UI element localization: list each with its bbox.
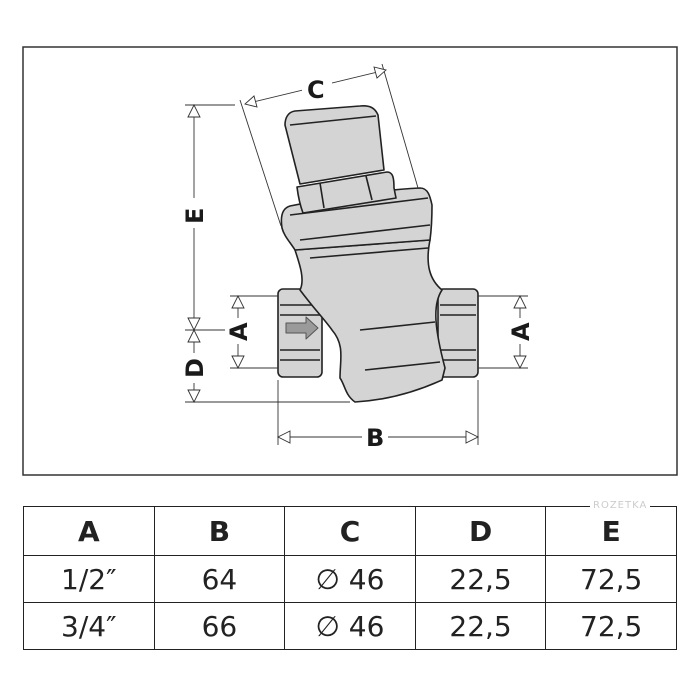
cell: 72,5 bbox=[545, 602, 677, 650]
header-b: B bbox=[153, 506, 286, 556]
cell: 3/4″ bbox=[23, 602, 155, 650]
dim-label-c: C bbox=[307, 76, 325, 104]
header-e: E bbox=[545, 506, 677, 556]
cell: 66 bbox=[153, 602, 286, 650]
dim-label-b: B bbox=[366, 424, 384, 452]
dim-label-d: D bbox=[181, 358, 209, 378]
dimensions-table: A B C D E 1/2″ 64 ∅ 46 22,5 72,5 3/4″ 66… bbox=[23, 506, 677, 650]
pressure-reducing-valve bbox=[277, 105, 479, 403]
table-header-row: A B C D E bbox=[23, 506, 677, 556]
cell: 64 bbox=[153, 555, 286, 603]
dim-label-a-right: A bbox=[507, 322, 535, 341]
dimension-label-bgs bbox=[182, 72, 532, 452]
cell: 72,5 bbox=[545, 555, 677, 603]
cell: 22,5 bbox=[414, 602, 547, 650]
header-d: D bbox=[414, 506, 547, 556]
cell: ∅ 46 bbox=[284, 602, 416, 650]
dim-label-e: E bbox=[181, 208, 209, 224]
table-row: 3/4″ 66 ∅ 46 22,5 72,5 bbox=[23, 602, 677, 650]
watermark-logo: ROZETKA bbox=[590, 500, 651, 511]
cell: 22,5 bbox=[414, 555, 547, 603]
dimension-lines bbox=[185, 63, 528, 445]
cell: ∅ 46 bbox=[284, 555, 416, 603]
dim-label-a-left: A bbox=[225, 322, 253, 341]
valve-dimension-drawing: C E D A A B bbox=[22, 46, 678, 476]
header-a: A bbox=[23, 506, 155, 556]
cell: 1/2″ bbox=[23, 555, 155, 603]
header-c: C bbox=[284, 506, 416, 556]
table-row: 1/2″ 64 ∅ 46 22,5 72,5 bbox=[23, 555, 677, 603]
